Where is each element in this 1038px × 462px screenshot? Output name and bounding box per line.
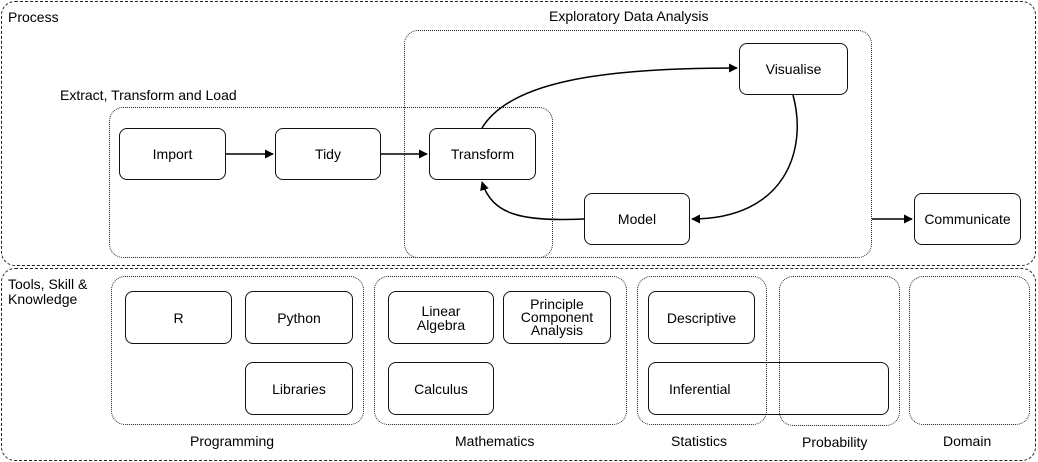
eda-label: Exploratory Data Analysis — [549, 8, 709, 24]
tools-title: Tools, Skill & Knowledge — [8, 276, 88, 308]
tools-panel — [1, 268, 1036, 461]
pca-node-label: Principle Component Analysis — [520, 295, 594, 339]
visualise-node[interactable]: Visualise — [739, 43, 848, 95]
probability-label: Probability — [802, 434, 868, 450]
calculus-node[interactable]: Calculus — [388, 362, 494, 415]
visualise-node-label: Visualise — [765, 61, 822, 77]
descriptive-node[interactable]: Descriptive — [648, 291, 755, 344]
communicate-node[interactable]: Communicate — [914, 193, 1021, 245]
inferential-node-label: Inferential — [669, 380, 731, 397]
descriptive-node-label: Descriptive — [666, 309, 737, 326]
etl-label: Extract, Transform and Load — [60, 87, 237, 103]
r-node-label: R — [173, 309, 184, 326]
import-node[interactable]: Import — [119, 128, 226, 180]
inferential-node[interactable]: Inferential — [648, 362, 889, 415]
tidy-node[interactable]: Tidy — [275, 128, 381, 180]
process-panel — [1, 1, 1036, 266]
python-node-label: Python — [277, 309, 321, 326]
probability-group — [779, 276, 900, 426]
process-title: Process — [8, 9, 59, 25]
linear-algebra-node[interactable]: Linear Algebra — [388, 291, 494, 344]
mathematics-label: Mathematics — [455, 433, 535, 449]
pca-node[interactable]: Principle Component Analysis — [503, 291, 611, 344]
mathematics-group — [374, 276, 627, 425]
transform-node-label: Transform — [450, 146, 515, 162]
calculus-node-label: Calculus — [414, 380, 468, 397]
model-node-label: Model — [617, 211, 657, 227]
model-node[interactable]: Model — [584, 193, 690, 245]
r-node[interactable]: R — [125, 291, 232, 344]
transform-node[interactable]: Transform — [429, 128, 536, 180]
communicate-node-label: Communicate — [924, 211, 1011, 227]
eda-group — [404, 30, 872, 258]
libraries-node-label: Libraries — [272, 380, 326, 397]
programming-label: Programming — [190, 433, 275, 449]
linear-algebra-node-label: Linear Algebra — [416, 302, 466, 333]
python-node[interactable]: Python — [245, 291, 353, 344]
import-node-label: Import — [152, 146, 193, 162]
libraries-node[interactable]: Libraries — [245, 362, 353, 415]
statistics-label: Statistics — [671, 433, 728, 449]
programming-group — [111, 276, 364, 425]
domain-label: Domain — [943, 433, 992, 449]
domain-group — [909, 276, 1030, 425]
tidy-node-label: Tidy — [315, 146, 341, 162]
statistics-group — [637, 276, 767, 425]
